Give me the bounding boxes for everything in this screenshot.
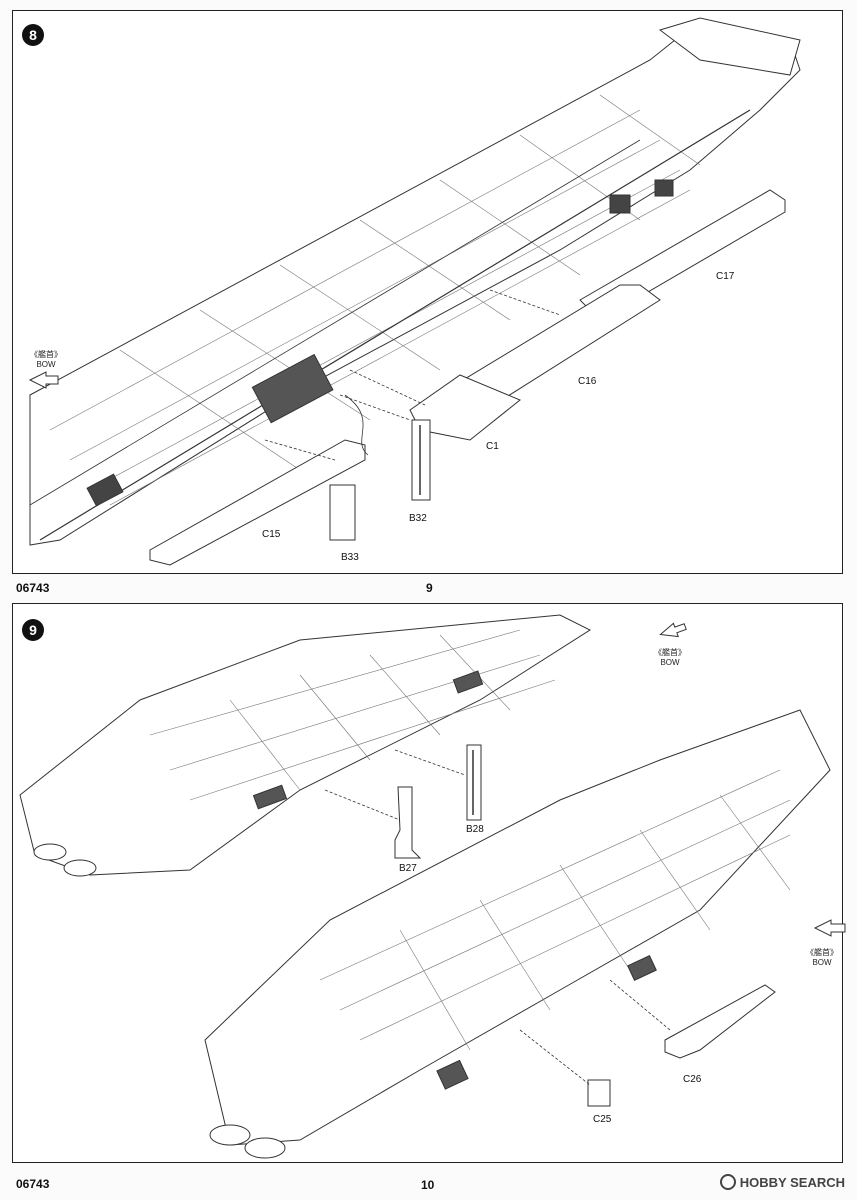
- bow-direction-right-cn: 《艦首》: [806, 948, 838, 957]
- bow-direction-top-en: BOW: [660, 658, 680, 667]
- step-8-hull-drawing: [28, 17, 801, 566]
- hobby-search-logo-icon: [719, 1174, 736, 1190]
- bow-direction-label: 《艦首》 BOW: [30, 350, 62, 370]
- part-label-c15: C15: [262, 529, 281, 540]
- step-8-badge: 8: [22, 24, 44, 46]
- instruction-page-9: 8 《艦首》 BOW C17 C16 C1 C15 B32 B33 06743 …: [12, 10, 843, 595]
- footer-product-code: 06743: [16, 581, 50, 595]
- watermark: HOBBY SEARCH: [719, 1174, 845, 1190]
- footer-product-code: 06743: [16, 1177, 50, 1191]
- part-label-b33: B33: [341, 552, 359, 563]
- part-label-c1: C1: [486, 441, 499, 452]
- bow-direction-right-label: 《艦首》 BOW: [806, 948, 838, 968]
- part-label-b27: B27: [399, 863, 417, 874]
- step-9-badge: 9: [22, 619, 44, 641]
- part-label-c16: C16: [578, 376, 597, 387]
- page-number: 9: [426, 581, 433, 595]
- part-label-b32: B32: [409, 513, 427, 524]
- step-9-hull-drawing: [19, 614, 846, 1159]
- instruction-page-10: 9 《艦首》 BOW 《艦首》 BOW B28 B27 C26 C25 0674…: [0, 600, 857, 1200]
- part-label-c26: C26: [683, 1074, 702, 1085]
- part-label-c17: C17: [716, 271, 735, 282]
- bow-direction-right-en: BOW: [812, 958, 832, 967]
- bow-direction-cn: 《艦首》: [30, 350, 62, 359]
- watermark-text: HOBBY SEARCH: [739, 1174, 845, 1190]
- bow-direction-top-label: 《艦首》 BOW: [654, 648, 686, 668]
- bow-direction-en: BOW: [36, 360, 56, 369]
- bow-direction-top-cn: 《艦首》: [654, 648, 686, 657]
- part-label-b28: B28: [466, 824, 484, 835]
- page-number: 10: [421, 1178, 435, 1192]
- part-label-c25: C25: [593, 1114, 612, 1125]
